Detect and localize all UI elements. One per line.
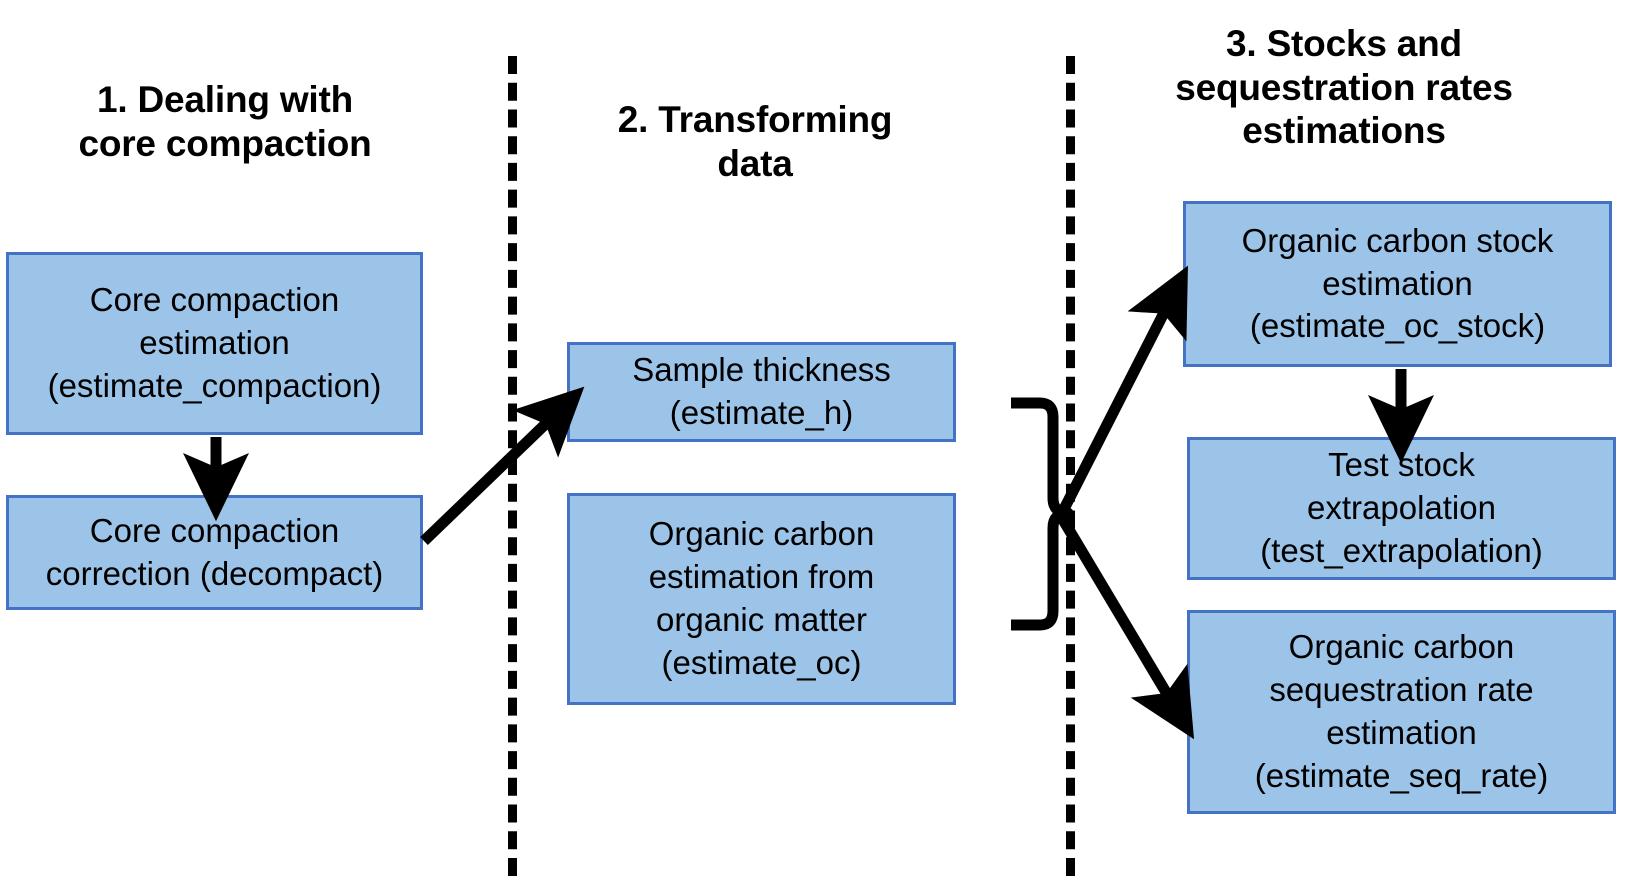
node-oc-stock-estimation[interactable]: Organic carbon stock estimation (estimat… bbox=[1183, 201, 1612, 367]
arrow-brace-to-oc-stock bbox=[1057, 265, 1188, 516]
divider-stage-2-3 bbox=[1066, 56, 1075, 876]
node-oc-sequestration-rate[interactable]: Organic carbon sequestration rate estima… bbox=[1187, 610, 1616, 814]
arrow-brace-to-seq-rate bbox=[1057, 515, 1195, 740]
column-title-3: 3. Stocks and sequestration rates estima… bbox=[1175, 23, 1513, 152]
node-organic-carbon-estimation[interactable]: Organic carbon estimation from organic m… bbox=[567, 493, 956, 705]
node-core-compaction-correction[interactable]: Core compaction correction (decompact) bbox=[6, 495, 423, 610]
node-core-compaction-estimation[interactable]: Core compaction estimation (estimate_com… bbox=[6, 252, 423, 435]
node-sample-thickness[interactable]: Sample thickness (estimate_h) bbox=[567, 342, 956, 442]
curly-brace-grouping-column2 bbox=[1011, 397, 1074, 631]
column-title-1: 1. Dealing with core compaction bbox=[78, 79, 372, 164]
column-title-2: 2. Transforming data bbox=[617, 99, 893, 184]
node-test-stock-extrapolation[interactable]: Test stock extrapolation (test_extrapola… bbox=[1187, 437, 1616, 580]
divider-stage-1-2 bbox=[508, 56, 517, 876]
arrow-correction-to-sample-thickness bbox=[420, 386, 585, 545]
